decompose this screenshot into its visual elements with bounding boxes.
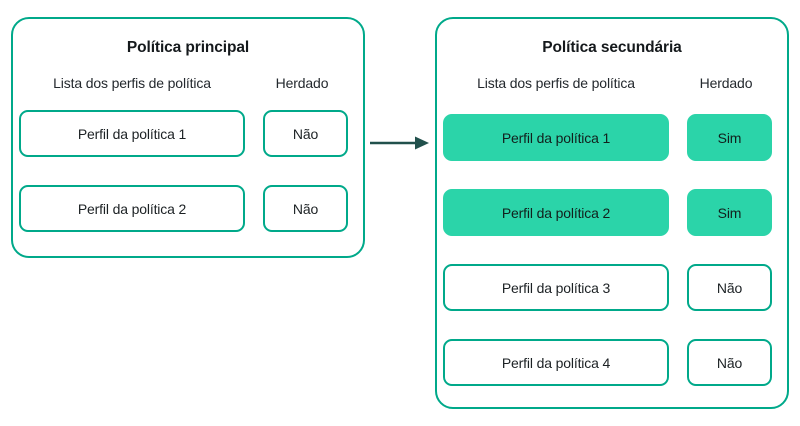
inherited-cell[interactable]: Sim <box>687 189 772 236</box>
panel-primary-policy: Política principal Lista dos perfis de p… <box>11 17 365 258</box>
panel-secondary-policy: Política secundária Lista dos perfis de … <box>435 17 789 409</box>
column-header-inherited: Herdado <box>275 75 329 91</box>
table-row: Perfil da política 1 Não <box>13 110 363 157</box>
column-header-inherited: Herdado <box>699 75 753 91</box>
profile-cell[interactable]: Perfil da política 4 <box>443 339 669 386</box>
panel-primary-title: Política principal <box>126 39 250 56</box>
table-row: Perfil da política 3 Não <box>437 264 787 311</box>
inherited-cell[interactable]: Sim <box>687 114 772 161</box>
right-arrow-icon <box>370 136 429 150</box>
profile-cell[interactable]: Perfil da política 1 <box>443 114 669 161</box>
panel-secondary-title: Política secundária <box>542 39 682 56</box>
inherited-cell[interactable]: Não <box>263 110 348 157</box>
profile-cell[interactable]: Perfil da política 1 <box>19 110 245 157</box>
table-row: Perfil da política 1 Sim <box>437 114 787 161</box>
profile-cell[interactable]: Perfil da política 3 <box>443 264 669 311</box>
table-row: Perfil da política 2 Sim <box>437 189 787 236</box>
table-row: Perfil da política 4 Não <box>437 339 787 386</box>
panel-secondary-rows: Perfil da política 1 Sim Perfil da polít… <box>437 19 787 407</box>
column-header-profiles: Lista dos perfis de política <box>53 75 211 91</box>
column-header-profiles: Lista dos perfis de política <box>477 75 635 91</box>
inherited-cell[interactable]: Não <box>687 264 772 311</box>
panel-primary-rows: Perfil da política 1 Não Perfil da polít… <box>13 19 363 256</box>
panel-primary-column-headers: Lista dos perfis de política Herdado <box>13 75 363 95</box>
inherited-cell[interactable]: Não <box>687 339 772 386</box>
panel-secondary-column-headers: Lista dos perfis de política Herdado <box>437 75 787 95</box>
table-row: Perfil da política 2 Não <box>13 185 363 232</box>
profile-cell[interactable]: Perfil da política 2 <box>19 185 245 232</box>
profile-cell[interactable]: Perfil da política 2 <box>443 189 669 236</box>
inherited-cell[interactable]: Não <box>263 185 348 232</box>
